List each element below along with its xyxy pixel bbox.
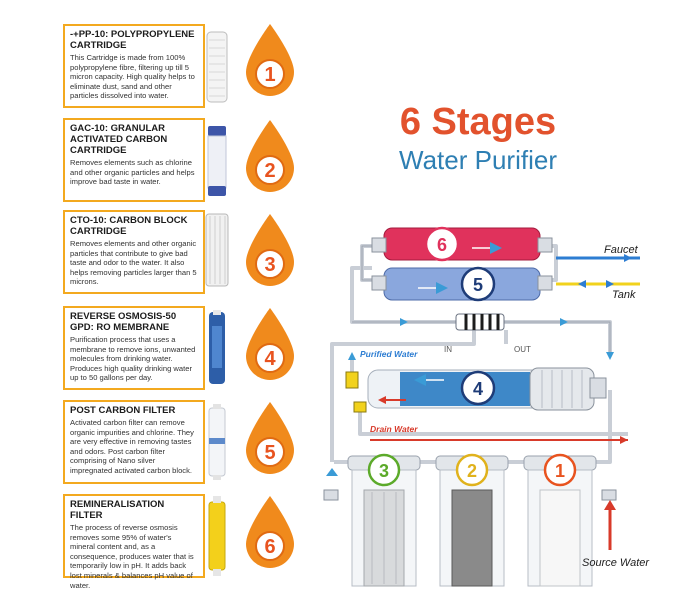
page-subtitle: Water Purifier: [399, 145, 557, 175]
stage-3-title: CTO-10: CARBON BLOCK CARTRIDGE: [70, 215, 188, 237]
stage-3-number: 3: [264, 254, 275, 276]
faucet-label: Faucet: [604, 244, 639, 256]
post-carbon-filter-icon: [208, 404, 226, 480]
stage-3-description: Removes elements and other organic parti…: [70, 239, 197, 287]
filter-2-housing: 2: [435, 453, 509, 587]
remineralisation-filter-icon: [208, 496, 226, 576]
stage-4-drop-icon: 4: [246, 308, 294, 380]
stage-card-6: REMINERALISATION FILTER The process of r…: [63, 494, 205, 590]
filter-6-label: 6: [437, 235, 447, 255]
filter-1-housing: 1: [523, 453, 597, 587]
stage-2-title: GAC-10: GRANULAR ACTIVATED CARBON CARTRI…: [70, 123, 168, 156]
stage-2-drop-icon: 2: [246, 120, 294, 192]
membrane-label: 4: [473, 379, 483, 399]
page-title: 6 Stages: [399, 101, 557, 143]
filter-3-housing: 3: [347, 453, 421, 587]
stage-1-number: 1: [264, 64, 275, 86]
stage-1-drop-icon: 1: [246, 24, 294, 96]
stage-card-5: POST CARBON FILTER Activated carbon filt…: [63, 400, 205, 484]
source-water-label: Source Water: [582, 557, 650, 569]
stage-card-2: GAC-10: GRANULAR ACTIVATED CARBON CARTRI…: [63, 118, 205, 202]
gac-cartridge-icon: [207, 126, 227, 196]
filter-5-label: 5: [473, 275, 483, 295]
valve-out-label: OUT: [514, 345, 531, 354]
stage-card-3: CTO-10: CARBON BLOCK CARTRIDGE Removes e…: [63, 210, 205, 294]
carbon-block-cartridge-icon: [205, 213, 229, 287]
stage-card-1: -+PP-10: POLYPROPYLENE CARTRIDGE This Ca…: [63, 24, 205, 108]
stage-card-4: REVERSE OSMOSIS-50 GPD: RO MEMBRANE Puri…: [63, 306, 205, 390]
ro-membrane-icon: [209, 310, 225, 384]
purified-water-label: Purified Water: [360, 349, 418, 359]
filter-6-housing: 6: [371, 226, 553, 262]
filter-5-housing: 5: [371, 266, 553, 302]
valve-in-label: IN: [444, 345, 452, 354]
stage-2-description: Removes elements such as chlorine and ot…: [70, 158, 195, 187]
stage-2-number: 2: [264, 160, 275, 182]
stage-4-number: 4: [264, 348, 276, 370]
pp-cartridge-icon: [206, 31, 228, 103]
stage-5-title: POST CARBON FILTER: [70, 405, 176, 416]
stage-6-description: The process of reverse osmosis removes s…: [70, 523, 194, 590]
stage-6-drop-icon: 6: [246, 496, 294, 568]
filter-3-label: 3: [379, 461, 389, 481]
stage-6-title: REMINERALISATION FILTER: [70, 499, 165, 521]
drain-water-label: Drain Water: [370, 424, 418, 434]
tank-label: Tank: [612, 289, 636, 301]
membrane-housing: 4: [367, 367, 607, 411]
stage-5-drop-icon: 5: [246, 402, 294, 474]
stage-5-number: 5: [264, 442, 275, 464]
flow-valve: [455, 313, 505, 331]
stage-1-title: -+PP-10: POLYPROPYLENE CARTRIDGE: [70, 29, 195, 51]
filter-2-label: 2: [467, 461, 477, 481]
filter-1-label: 1: [555, 461, 565, 481]
stage-5-description: Activated carbon filter can remove organ…: [70, 418, 194, 475]
stage-4-title: REVERSE OSMOSIS-50 GPD: RO MEMBRANE: [70, 311, 177, 333]
stage-4-description: Purification process that uses a membran…: [70, 335, 196, 383]
stage-1-description: This Cartridge is made from 100% polypro…: [70, 53, 195, 101]
stage-6-number: 6: [264, 536, 275, 558]
stage-3-drop-icon: 3: [246, 214, 294, 286]
